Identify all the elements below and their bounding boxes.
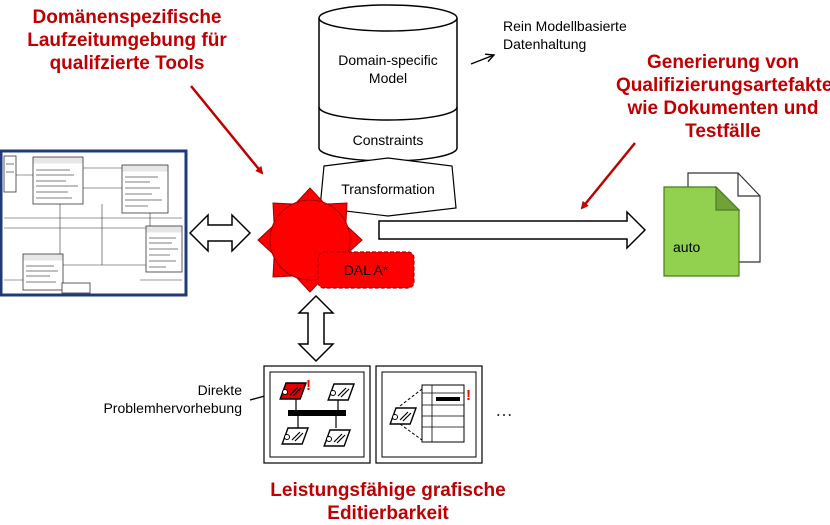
- error-mark-right: !: [466, 387, 471, 404]
- double-arrow-left: [188, 213, 252, 253]
- generation-title: Generierung von Qualifizierungsartefakte…: [616, 52, 830, 142]
- model-label: Domain-specific Model: [338, 52, 438, 86]
- constraints-label: Constraints: [352, 132, 424, 148]
- dal-box: [317, 251, 415, 289]
- transformation-label: Transformation: [341, 181, 435, 197]
- editing-title: Leistungsfähige grafische Editierbarkeit: [270, 480, 506, 524]
- editor-panel-right: [375, 365, 483, 464]
- uml-diagram-thumbnail: [0, 149, 188, 297]
- dal-label: DAL A*: [343, 262, 389, 278]
- generation-pointer-arrow: [580, 142, 636, 210]
- problem-note: Direkte Problemhervorhebung: [103, 382, 242, 416]
- storage-note: Rein Modellbasierte Datenhaltung: [503, 18, 627, 52]
- auto-label: auto: [673, 239, 701, 255]
- document-icon: [663, 172, 761, 277]
- model-database: [318, 4, 458, 162]
- editor-panel-left: [263, 365, 371, 464]
- storage-pointer-arrow: [470, 55, 494, 65]
- error-node-icon: [279, 382, 308, 400]
- error-mark-left: !: [306, 377, 311, 394]
- runtime-pointer-arrow: [190, 85, 264, 175]
- generation-arrow: [378, 210, 647, 250]
- double-arrow-vertical: [297, 294, 335, 363]
- runtime-title: Domänenspezifische Laufzeitumgebung für …: [27, 7, 227, 74]
- ellipsis: …: [495, 400, 513, 420]
